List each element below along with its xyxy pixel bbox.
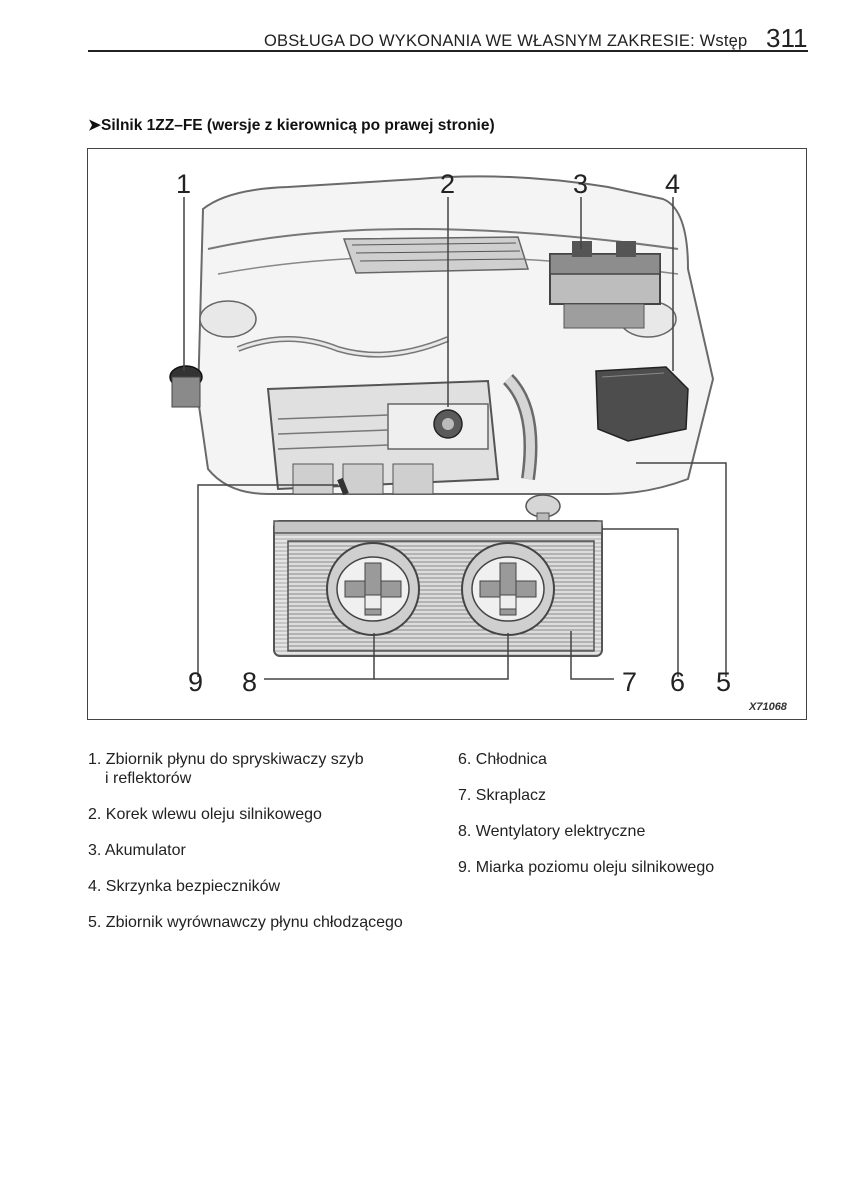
engine-figure: 1 2 3 4 5 6 7 8 9 X71068	[87, 148, 807, 720]
header-rule	[88, 50, 808, 52]
fan-right	[461, 542, 555, 636]
legend-item: 3. Akumulator	[88, 842, 186, 859]
section-title: ➤Silnik 1ZZ–FE (wersje z kierownicą po p…	[88, 117, 495, 134]
figure-code: X71068	[749, 701, 787, 713]
callout-6: 6	[670, 667, 686, 697]
callout-3: 3	[573, 169, 589, 199]
legend-left: 1. Zbiornik płynu do spryskiwaczy szyb i…	[88, 750, 438, 949]
page-number: 311	[766, 23, 808, 53]
legend-item: 7. Skraplacz	[458, 787, 547, 804]
fan-left	[326, 542, 420, 636]
legend-right: 6. Chłodnica 7. Skraplacz 8. Wentylatory…	[458, 750, 798, 894]
callout-2: 2	[440, 169, 456, 199]
legend-item: 2. Korek wlewu oleju silnikowego	[88, 806, 322, 823]
legend-item: 1. Zbiornik płynu do spryskiwaczy szyb i…	[88, 751, 364, 787]
legend-item: 5. Zbiornik wyrównawczy płynu chłodząceg…	[88, 914, 403, 931]
callout-7: 7	[622, 667, 638, 697]
legend-item: 8. Wentylatory elektryczne	[458, 823, 646, 840]
callout-4: 4	[665, 169, 681, 199]
callout-1: 1	[176, 169, 192, 199]
callout-9: 9	[188, 667, 204, 697]
legend-item: 9. Miarka poziomu oleju silnikowego	[458, 859, 715, 876]
callout-8: 8	[242, 667, 258, 697]
legend-item: 4. Skrzynka bezpieczników	[88, 878, 281, 895]
header-title: OBSŁUGA DO WYKONANIA WE WŁASNYM ZAKRESIE…	[264, 32, 748, 50]
engine-illustration	[169, 175, 727, 680]
legend-item: 6. Chłodnica	[458, 751, 547, 768]
callout-5: 5	[716, 667, 732, 697]
